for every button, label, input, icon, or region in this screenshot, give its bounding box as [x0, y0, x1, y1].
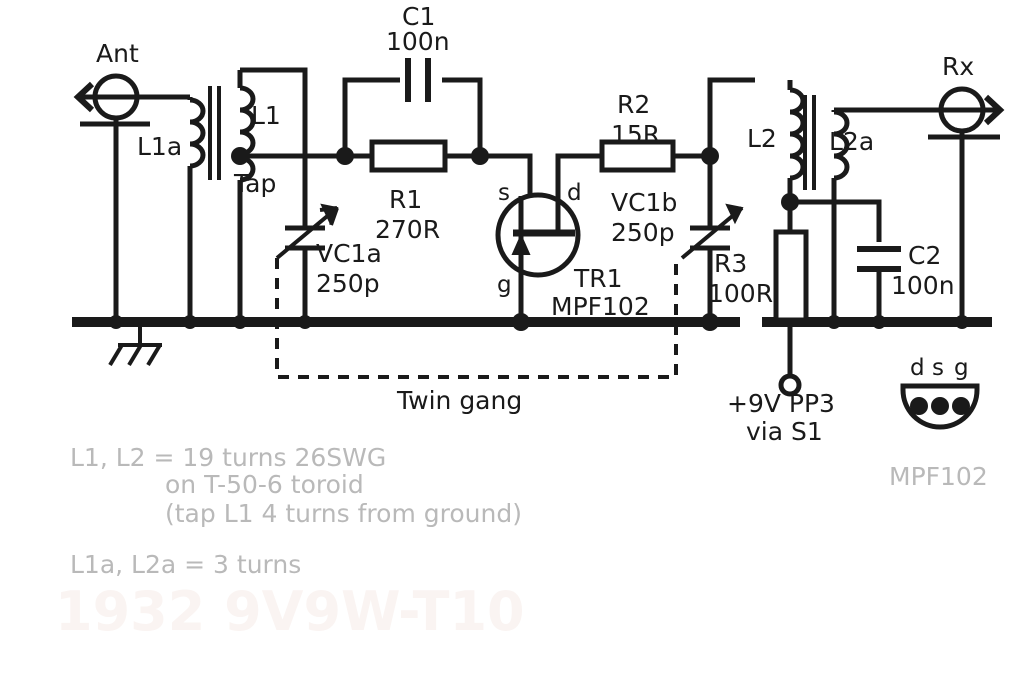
junction-dot [827, 315, 841, 329]
r3-resistor [773, 229, 809, 323]
coil-l2 [787, 80, 803, 202]
vc1a-variable-capacitor [275, 203, 339, 322]
watermark-text: 1932 9V9W-T10 [55, 580, 525, 643]
rx-connector [890, 86, 1005, 322]
r2-value: 15R [611, 120, 660, 149]
junction-dot [701, 313, 719, 331]
vc1b-ref: VC1b [611, 188, 677, 217]
twin-gang-label: Twin gang [396, 386, 522, 415]
tr1-source-pin: s [498, 180, 510, 206]
wire-c1-r1-network [342, 77, 533, 196]
l1a-label: L1a [137, 132, 182, 161]
l1-label: L1 [251, 101, 281, 130]
r2-resistor [599, 139, 676, 173]
vc1a-ref: VC1a [316, 239, 382, 268]
junction-dot [701, 147, 719, 165]
tr1-gate-pin: g [497, 272, 512, 298]
junction-dot [872, 315, 886, 329]
tr1-drain-pin: d [567, 180, 582, 206]
junction-dot [298, 315, 312, 329]
tr1-jfet [495, 192, 581, 322]
c2-capacitor [857, 246, 901, 272]
junction-dot [471, 147, 489, 165]
r1-value: 270R [375, 215, 440, 244]
supply-label-line2: via S1 [746, 417, 823, 446]
wire-l1-top-to-vc1a [240, 67, 308, 228]
coil-l1a [187, 97, 203, 322]
note-line-1: L1, L2 = 19 turns 26SWG [70, 443, 386, 472]
ant-label: Ant [96, 39, 139, 68]
pinout-dot-g [952, 397, 970, 415]
r1-ref: R1 [389, 185, 422, 214]
vc1a-value: 250p [316, 269, 380, 298]
rx-label: Rx [942, 52, 974, 81]
junction-dot [336, 147, 354, 165]
c2-ref: C2 [908, 241, 941, 270]
earth-symbol [108, 327, 162, 367]
c1-value: 100n [386, 27, 450, 56]
c1-capacitor [405, 58, 431, 102]
junction-dot [233, 315, 247, 329]
junction-dot [955, 315, 969, 329]
r2-ref: R2 [617, 90, 650, 119]
tr1-part: MPF102 [551, 292, 650, 321]
transformer-core-left [208, 86, 221, 180]
tap-label: Tap [233, 169, 276, 198]
l2-label: L2 [747, 124, 777, 153]
ant-connector [73, 73, 190, 322]
pinout-dot-d [910, 397, 928, 415]
pinout-label-g: g [954, 355, 969, 381]
note-line-2: on T-50-6 toroid [165, 470, 364, 499]
tr1-ref: TR1 [573, 264, 623, 293]
pinout-dot-s [931, 397, 949, 415]
l2a-label: L2a [829, 127, 874, 156]
wire-r3-to-supply [778, 202, 802, 397]
wire-l2tap-to-c2 [790, 199, 882, 242]
pinout-part-label: MPF102 [889, 462, 988, 491]
junction-dot [512, 313, 530, 331]
c2-value: 100n [891, 271, 955, 300]
r3-ref: R3 [714, 249, 747, 278]
pinout-label-s: s [932, 355, 944, 381]
note-line-3: (tap L1 4 turns from ground) [165, 499, 522, 528]
pinout-label-d: d [910, 355, 925, 381]
c1-ref: C1 [402, 2, 435, 31]
r3-value: 100R [708, 279, 773, 308]
vc1b-variable-capacitor [680, 203, 744, 322]
junction-dot [183, 315, 197, 329]
r1-resistor [369, 139, 448, 173]
supply-label-line1: +9V PP3 [727, 389, 835, 418]
vc1b-value: 250p [611, 218, 675, 247]
note-line-4: L1a, L2a = 3 turns [70, 550, 301, 579]
junction-dot [109, 315, 123, 329]
mpf102-pinout-symbol [900, 383, 980, 430]
transformer-core-right [803, 95, 816, 190]
